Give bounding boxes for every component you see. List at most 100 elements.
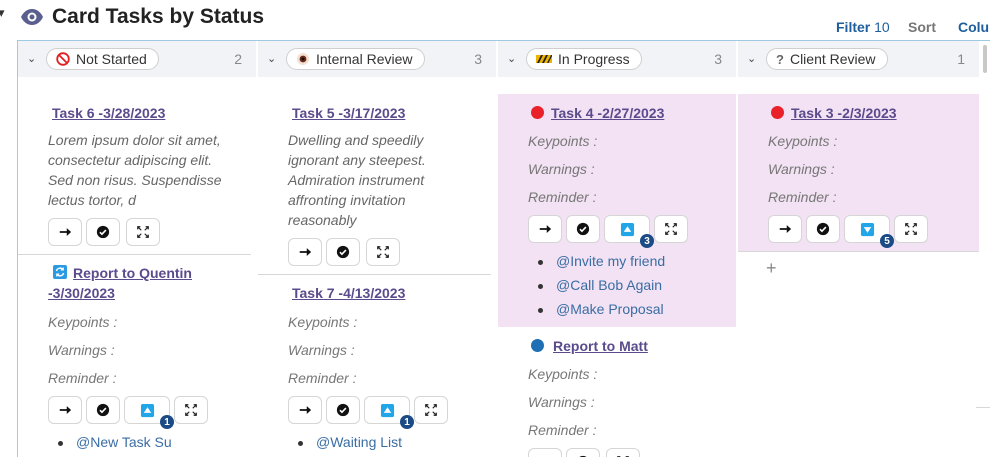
warnings-field: Warnings : bbox=[528, 394, 595, 410]
warnings-field: Warnings : bbox=[48, 342, 115, 358]
move-button[interactable] bbox=[288, 396, 322, 424]
task-card[interactable]: Task 3 -2/3/2023 Keypoints : Warnings : … bbox=[738, 94, 979, 251]
card-title-date[interactable]: -3/30/2023 bbox=[48, 285, 115, 301]
priority-dot bbox=[531, 106, 544, 119]
card-title[interactable]: Report to Matt bbox=[553, 338, 648, 354]
check-circle-icon bbox=[96, 403, 110, 417]
desc-line: Dwelling and speedily bbox=[288, 132, 424, 148]
divider bbox=[976, 407, 990, 408]
subtask-link[interactable]: @Make Proposal bbox=[538, 301, 664, 317]
expand-button[interactable] bbox=[174, 396, 208, 424]
card-title[interactable]: Task 6 -3/28/2023 bbox=[52, 105, 166, 121]
check-circle-icon bbox=[816, 222, 830, 236]
task-card[interactable]: Task 4 -2/27/2023 Keypoints : Warnings :… bbox=[498, 94, 736, 327]
reminder-field: Reminder : bbox=[768, 189, 837, 205]
status-pill[interactable]: Internal Review bbox=[286, 48, 425, 70]
no-entry-icon bbox=[56, 52, 70, 66]
expand-button[interactable] bbox=[894, 215, 928, 243]
expand-icon bbox=[184, 403, 198, 417]
arrow-right-icon bbox=[58, 225, 72, 239]
question-icon: ? bbox=[776, 51, 784, 67]
chevron-down-icon[interactable]: ⌄ bbox=[27, 52, 37, 65]
expand-button[interactable] bbox=[414, 396, 448, 424]
status-pill[interactable]: ? Client Review bbox=[766, 48, 888, 70]
task-card[interactable]: Task 5 -3/17/2023 Dwelling and speedily … bbox=[258, 94, 496, 274]
expand-button[interactable] bbox=[654, 215, 688, 243]
divider bbox=[258, 274, 491, 275]
check-circle-icon bbox=[336, 403, 350, 417]
status-pill[interactable]: In Progress bbox=[526, 48, 642, 70]
card-title[interactable]: Task 3 -2/3/2023 bbox=[791, 105, 897, 121]
move-button[interactable] bbox=[48, 218, 82, 246]
complete-button[interactable] bbox=[86, 396, 120, 424]
eye-icon bbox=[20, 8, 44, 31]
expand-button[interactable] bbox=[366, 238, 400, 266]
task-card[interactable]: Task 6 -3/28/2023 Lorem ipsum dolor sit … bbox=[18, 94, 256, 254]
caret-up-icon bbox=[620, 222, 635, 237]
subtask-link[interactable]: @Invite my friend bbox=[537, 253, 666, 269]
card-description: Lorem ipsum dolor sit amet, consectetur … bbox=[48, 130, 222, 210]
divider bbox=[18, 254, 251, 255]
filter-button[interactable]: Filter 10 bbox=[836, 19, 890, 35]
chevron-down-icon[interactable]: ⌄ bbox=[267, 52, 277, 65]
subtask-link[interactable]: @Waiting List bbox=[297, 434, 403, 450]
keypoints-field: Keypoints : bbox=[288, 314, 358, 330]
arrow-right-icon bbox=[298, 403, 312, 417]
task-card[interactable]: Report to Matt Keypoints : Warnings : Re… bbox=[498, 327, 736, 457]
desc-line: reasonably bbox=[288, 212, 357, 228]
chevron-down-icon[interactable]: ⌄ bbox=[507, 52, 517, 65]
arrow-right-icon bbox=[538, 222, 552, 236]
complete-button[interactable] bbox=[326, 396, 360, 424]
sort-button[interactable]: Sort bbox=[908, 19, 936, 35]
complete-button[interactable] bbox=[566, 215, 600, 243]
check-circle-icon bbox=[96, 225, 110, 239]
eye-icon bbox=[296, 52, 310, 66]
card-title[interactable]: Task 5 -3/17/2023 bbox=[292, 105, 406, 121]
task-card[interactable]: Report to Quentin -3/30/2023 Keypoints :… bbox=[18, 255, 256, 457]
status-label: Client Review bbox=[789, 51, 876, 67]
desc-line: Admiration instrument bbox=[288, 172, 425, 188]
move-button[interactable] bbox=[288, 238, 322, 266]
check-circle-icon bbox=[336, 245, 350, 259]
column-internal-review: ⌄ Internal Review 3 Task 5 -3/17/2023 Dw… bbox=[258, 41, 496, 457]
complete-button[interactable] bbox=[86, 218, 120, 246]
reminder-field: Reminder : bbox=[528, 422, 597, 438]
keypoints-field: Keypoints : bbox=[528, 133, 598, 149]
move-button[interactable] bbox=[528, 448, 562, 457]
sync-icon bbox=[53, 265, 67, 284]
expand-icon bbox=[424, 403, 438, 417]
columns-button[interactable]: Colu bbox=[958, 19, 990, 35]
collapse-chevron-icon[interactable]: ▾ bbox=[0, 6, 5, 21]
complete-button[interactable] bbox=[326, 238, 360, 266]
scrollbar-thumb[interactable] bbox=[983, 45, 987, 73]
chevron-down-icon[interactable]: ⌄ bbox=[747, 52, 757, 65]
arrow-right-icon bbox=[58, 403, 72, 417]
card-title[interactable]: Task 7 -4/13/2023 bbox=[292, 285, 406, 301]
status-label: Internal Review bbox=[316, 51, 413, 67]
check-circle-icon bbox=[576, 222, 590, 236]
add-card-icon[interactable]: + bbox=[766, 258, 777, 278]
desc-line: lectus tortor, d bbox=[48, 192, 136, 208]
move-button[interactable] bbox=[48, 396, 82, 424]
caret-up-icon bbox=[140, 403, 155, 418]
move-button[interactable] bbox=[528, 215, 562, 243]
subtask-link[interactable]: @Call Bob Again bbox=[537, 277, 663, 293]
expand-icon bbox=[136, 225, 150, 239]
subtask-link[interactable]: @New Task Su bbox=[58, 434, 172, 450]
complete-button[interactable] bbox=[806, 215, 840, 243]
column-count: 3 bbox=[474, 51, 482, 67]
card-title[interactable]: Report to Quentin bbox=[73, 265, 192, 281]
priority-dot bbox=[531, 339, 544, 352]
expand-button[interactable] bbox=[606, 448, 640, 457]
move-button[interactable] bbox=[768, 215, 802, 243]
caret-up-icon bbox=[380, 403, 395, 418]
column-client-review: ⌄ ? Client Review 1 Task 3 -2/3/2023 Key… bbox=[738, 41, 990, 457]
column-count: 1 bbox=[957, 51, 965, 67]
expand-button[interactable] bbox=[126, 218, 160, 246]
status-pill[interactable]: Not Started bbox=[46, 48, 159, 70]
card-title[interactable]: Task 4 -2/27/2023 bbox=[551, 105, 665, 121]
task-card[interactable]: Task 7 -4/13/2023 Keypoints : Warnings :… bbox=[258, 275, 496, 457]
expand-icon bbox=[376, 245, 390, 259]
complete-button[interactable] bbox=[566, 448, 600, 457]
expand-icon bbox=[904, 222, 918, 236]
